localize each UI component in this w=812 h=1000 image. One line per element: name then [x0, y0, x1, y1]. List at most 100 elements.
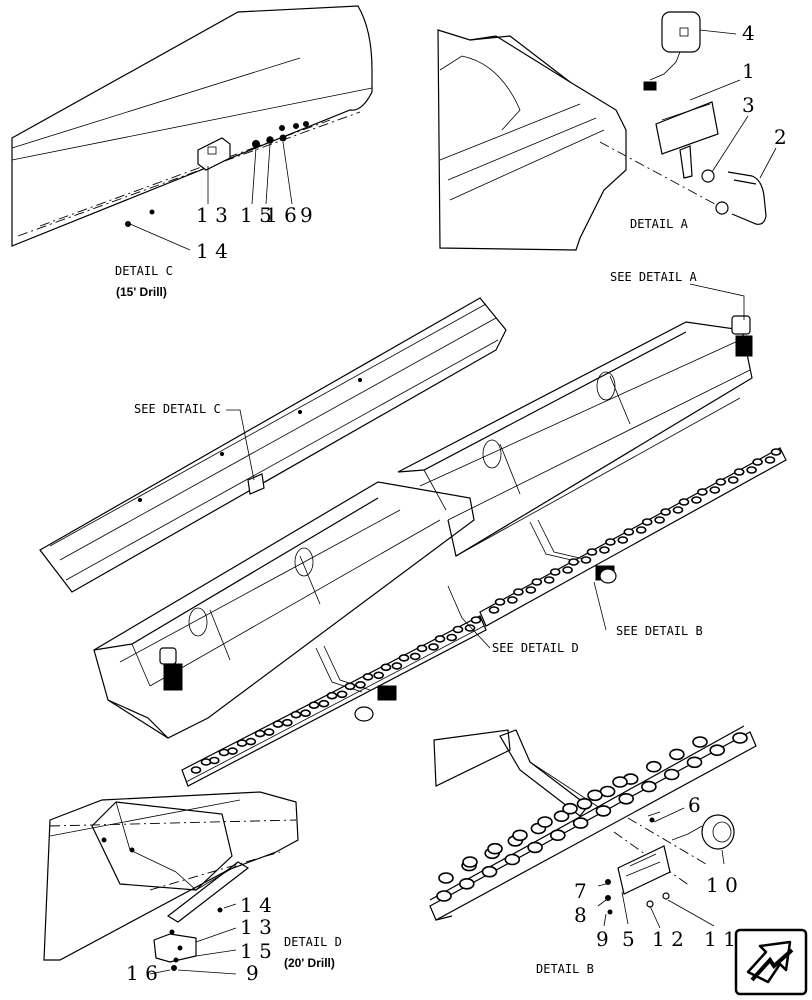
step-hole: [595, 805, 612, 817]
rear-step-holes: [488, 448, 782, 614]
step-hole: [409, 652, 421, 661]
detail-d-callout-13: 1 3: [240, 915, 272, 939]
see-detail-b-leader: [593, 581, 607, 631]
detail-a-callout-4: 4: [742, 21, 755, 45]
step-hole: [654, 516, 665, 524]
step-hole: [549, 829, 566, 842]
step-hole: [727, 476, 739, 484]
step-hole: [290, 710, 302, 719]
see-detail-d-label: SEE DETAIL D: [492, 641, 579, 655]
step-hole: [428, 643, 439, 651]
step-hole: [527, 841, 543, 854]
step-hole: [709, 744, 726, 757]
step-hole: [398, 654, 410, 662]
step-hole: [263, 728, 275, 736]
step-hole: [537, 816, 553, 828]
step-hole: [200, 758, 212, 766]
step-hole: [686, 756, 703, 769]
detail-d-callout-16: 1 6: [126, 961, 158, 985]
step-hole: [568, 558, 579, 566]
step-hole: [641, 518, 653, 526]
step-hole: [504, 853, 521, 866]
main-assembly: [39, 297, 787, 787]
detail-b-callout-12: 1 2: [652, 927, 684, 951]
step-hole: [576, 797, 593, 810]
step-hole: [764, 456, 776, 464]
step-hole: [391, 662, 403, 670]
detail-b-callout-10: 1 0: [706, 873, 738, 897]
step-hole: [300, 709, 311, 718]
see-detail-d-leader: [447, 585, 491, 649]
step-hole: [612, 776, 628, 788]
step-hole: [326, 691, 338, 700]
step-hole: [507, 596, 518, 604]
see-detail-a-label: SEE DETAIL A: [610, 270, 697, 284]
detail-c-title: DETAIL C: [115, 264, 173, 278]
detail-c-callout-16: 1 6: [265, 203, 297, 227]
detail-b-step-holes: [436, 732, 748, 902]
step-hole: [227, 747, 238, 755]
step-hole: [254, 729, 266, 738]
detail-c-subtitle: (15' Drill): [116, 285, 167, 299]
step-hole: [488, 606, 500, 614]
step-hole: [553, 810, 570, 823]
detail-c-callout-13: 1 3: [196, 203, 228, 227]
front-step-holes: [190, 616, 482, 774]
step-hole: [543, 576, 555, 584]
step-hole: [770, 448, 782, 456]
step-hole: [715, 478, 727, 486]
step-hole: [691, 496, 702, 504]
step-hole: [617, 536, 629, 544]
step-hole: [438, 872, 454, 884]
step-hole: [373, 671, 385, 680]
detail-a-callout-1: 1: [742, 59, 755, 83]
step-hole: [618, 792, 635, 805]
step-hole: [525, 586, 537, 594]
detail-c-callout-15: 1 5: [240, 203, 272, 227]
step-hole: [416, 644, 428, 653]
step-hole: [462, 856, 478, 868]
step-hole: [308, 701, 320, 710]
step-hole: [355, 680, 366, 689]
step-hole: [494, 598, 506, 606]
step-hole: [190, 766, 202, 774]
detail-b-callout-11: 1 1: [704, 927, 736, 951]
step-hole: [446, 633, 458, 642]
detail-d-callout-15: 1 5: [240, 939, 272, 963]
step-hole: [272, 720, 284, 728]
see-detail-b-label: SEE DETAIL B: [616, 624, 703, 638]
step-hole: [236, 739, 248, 747]
detail-b-callout-5: 5: [622, 927, 635, 951]
detail-d-callout-9: 9: [246, 961, 259, 985]
step-hole: [452, 625, 464, 634]
step-hole: [663, 768, 680, 781]
step-hole: [549, 568, 561, 576]
step-hole: [732, 732, 748, 744]
step-hole: [692, 736, 708, 748]
step-hole: [641, 780, 657, 793]
step-hole: [487, 842, 503, 855]
step-hole: [512, 829, 528, 842]
step-hole: [623, 528, 635, 536]
detail-c-callout-14: 1 4: [196, 239, 228, 263]
return-arrow-icon[interactable]: [734, 928, 808, 996]
see-detail-a-leader: [689, 283, 745, 320]
detail-d-drawing: [43, 791, 299, 975]
detail-b-callout-8: 8: [574, 903, 587, 927]
detail-b-callout-9: 9: [596, 927, 609, 951]
step-hole: [434, 635, 446, 643]
step-hole: [562, 566, 573, 574]
detail-a-callout-3: 3: [742, 93, 755, 117]
step-hole: [599, 546, 610, 554]
step-hole: [470, 616, 482, 624]
detail-b-title: DETAIL B: [536, 962, 594, 976]
step-hole: [336, 690, 348, 699]
detail-d-subtitle: (20' Drill): [284, 956, 335, 970]
detail-c-callout-9: 9: [300, 203, 313, 227]
detail-d-title: DETAIL D: [284, 935, 342, 949]
see-detail-c-label: SEE DETAIL C: [134, 402, 221, 416]
detail-b-drawing: [429, 725, 757, 929]
step-hole: [362, 672, 374, 681]
step-hole: [218, 748, 230, 757]
step-hole: [245, 737, 257, 746]
